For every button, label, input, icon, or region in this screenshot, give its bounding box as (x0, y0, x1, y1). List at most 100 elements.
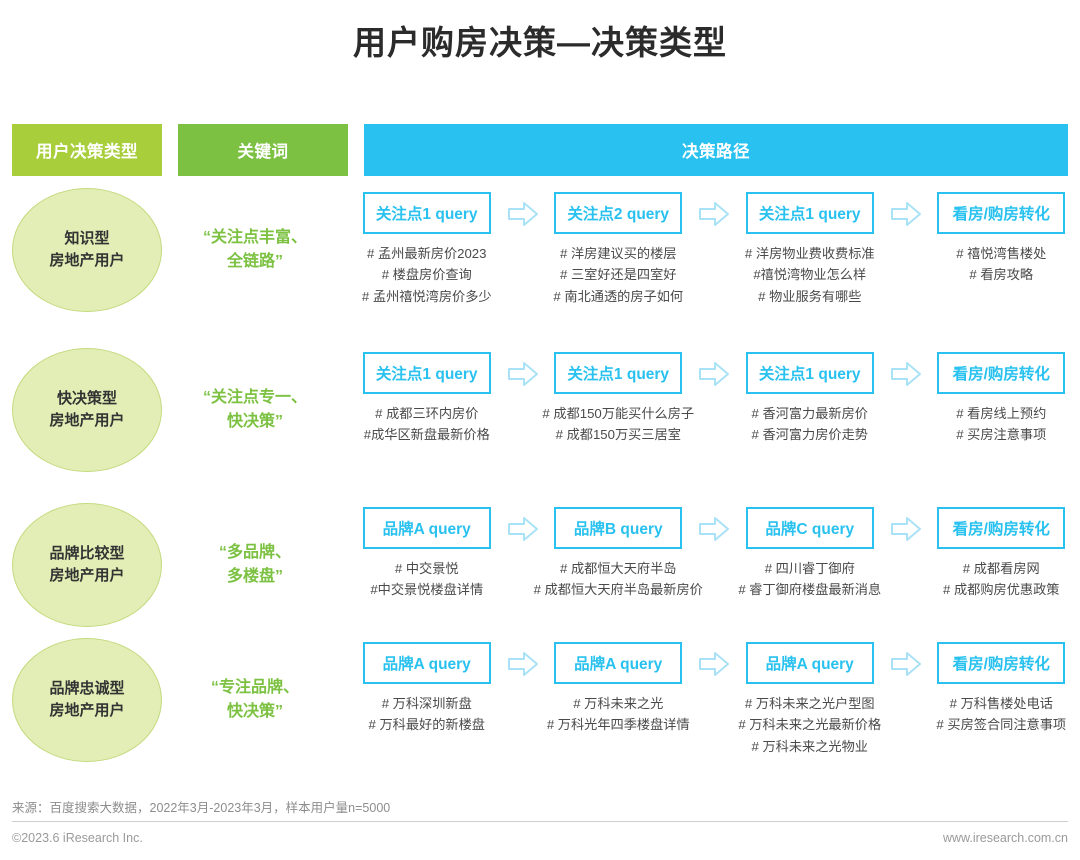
user-type-line-2: 房地产用户 (49, 702, 125, 719)
query-item: # 万科未来之光最新价格 (738, 717, 882, 733)
query-item: # 成都恒大天府半岛 (560, 561, 677, 576)
arrow-right-icon (889, 507, 923, 542)
query-list: # 禧悦湾售楼处# 看房攻略 (956, 243, 1046, 286)
query-item: # 孟州最新房价2023 (367, 246, 487, 261)
user-type-ellipse: 知识型房地产用户 (12, 188, 162, 312)
query-stage-box[interactable]: 品牌A query (362, 507, 491, 549)
user-type-line-2: 房地产用户 (49, 567, 125, 584)
page-title: 用户购房决策—决策类型 (353, 24, 727, 61)
query-list: # 洋房建议买的楼层# 三室好还是四室好# 南北通透的房子如何 (553, 243, 683, 307)
query-item: # 万科未来之光物业 (751, 738, 869, 754)
user-type-ellipse: 品牌比较型房地产用户 (12, 503, 162, 627)
query-stage-box[interactable]: 品牌A query (362, 642, 491, 684)
query-list: # 成都恒大天府半岛 # 成都恒大天府半岛最新房价 (534, 558, 703, 601)
query-item: # 成都三环内房价 (375, 406, 479, 421)
user-type-line-1: 快决策型 (56, 390, 117, 408)
query-item: # 万科未来之光户型图 (744, 696, 875, 711)
query-item: #成华区新盘最新价格 (363, 427, 490, 443)
path-step: 品牌A query # 万科未来之光 # 万科光年四季楼盘详情 (540, 642, 698, 736)
arrow-right-icon (697, 192, 731, 227)
query-stage-box[interactable]: 看房/购房转化 (937, 192, 1066, 234)
copyright-label: ©2023.6 iResearch Inc. (12, 831, 143, 845)
cell-user-decision-type: 品牌比较型房地产用户 (12, 501, 162, 629)
query-item: # 孟州禧悦湾房价多少 (361, 288, 492, 304)
arrow-right-icon (506, 192, 540, 227)
path-step: 关注点1 query # 香河富力最新房价# 香河富力房价走势 (731, 352, 889, 446)
column-header-row: 用户决策类型 关键词 决策路径 (12, 124, 1068, 176)
keyword-line-2: 快决策” (226, 413, 283, 430)
query-item: # 南北通透的房子如何 (553, 288, 684, 304)
path-step: 关注点1 query # 成都150万能买什么房子 # 成都150万买三居室 (540, 352, 698, 446)
query-stage-box[interactable]: 品牌B query (554, 507, 683, 549)
arrow-right-icon (506, 507, 540, 542)
query-item: # 楼盘房价查询 (381, 267, 472, 283)
cell-keyword: “关注点专一、快决策” (162, 346, 348, 474)
query-item: # 禧悦湾售楼处 (956, 246, 1047, 261)
user-type-line-2: 房地产用户 (49, 412, 125, 429)
user-type-line-1: 知识型 (64, 230, 110, 248)
query-item: # 成都150万买三居室 (555, 427, 681, 443)
query-item: # 成都恒大天府半岛最新房价 (533, 582, 703, 598)
query-list: # 香河富力最新房价# 香河富力房价走势 (752, 403, 869, 446)
decision-matrix: 知识型房地产用户 “关注点丰富、全链路” 关注点1 query # 孟州最新房价202… (0, 186, 1080, 786)
query-stage-box[interactable]: 品牌C query (745, 507, 874, 549)
query-stage-box[interactable]: 关注点1 query (362, 352, 491, 394)
user-type-line-2: 房地产用户 (49, 252, 125, 269)
decision-row: 知识型房地产用户 “关注点丰富、全链路” 关注点1 query # 孟州最新房价202… (0, 186, 1080, 346)
path-step: 品牌A query # 万科未来之光户型图 # 万科未来之光最新价格 # 万科未来之光… (731, 642, 889, 757)
query-item: # 成都看房网 (962, 561, 1040, 576)
query-list: # 万科售楼处电话# 买房签合同注意事项 (936, 693, 1066, 736)
query-item: # 成都150万能买什么房子 (542, 406, 695, 421)
query-stage-box[interactable]: 品牌A query (745, 642, 874, 684)
cell-decision-path: 品牌A query # 中交景悦 #中交景悦楼盘详情 品牌B query # 成都恒大天… (348, 501, 1080, 601)
query-stage-box[interactable]: 关注点1 query (745, 352, 874, 394)
keyword-line-2: 全链路” (226, 253, 283, 270)
user-type-ellipse: 品牌忠诚型房地产用户 (12, 638, 162, 762)
query-item: #中交景悦楼盘详情 (370, 582, 484, 598)
path-step: 品牌A query # 中交景悦 #中交景悦楼盘详情 (348, 507, 506, 601)
query-list: # 万科未来之光 # 万科光年四季楼盘详情 (547, 693, 690, 736)
arrow-right-icon (697, 642, 731, 677)
arrow-right-icon (889, 352, 923, 387)
header-gap (348, 124, 364, 176)
cell-user-decision-type: 品牌忠诚型房地产用户 (12, 636, 162, 764)
query-stage-box[interactable]: 关注点2 query (554, 192, 683, 234)
query-item: # 香河富力房价走势 (751, 427, 869, 443)
query-list: # 成都看房网# 成都购房优惠政策 (943, 558, 1060, 601)
query-item: # 万科未来之光 (573, 696, 664, 711)
footer-divider (12, 821, 1068, 822)
query-stage-box[interactable]: 关注点1 query (362, 192, 491, 234)
cell-decision-path: 关注点1 query # 成都三环内房价 #成华区新盘最新价格 关注点1 query #… (348, 346, 1080, 446)
query-list: # 成都150万能买什么房子 # 成都150万买三居室 (542, 403, 694, 446)
keyword-line-1: “关注点丰富、 (202, 229, 307, 246)
keyword-line-1: “关注点专一、 (202, 389, 307, 406)
path-step: 品牌B query # 成都恒大天府半岛 # 成都恒大天府半岛最新房价 (534, 507, 703, 601)
query-item: # 万科光年四季楼盘详情 (546, 717, 690, 733)
arrow-right-icon (889, 192, 923, 227)
cell-user-decision-type: 知识型房地产用户 (12, 186, 162, 314)
website-label: www.iresearch.com.cn (942, 831, 1068, 845)
arrow-right-icon (889, 642, 923, 677)
path-step: 品牌C query # 四川睿丁御府# 睿丁御府楼盘最新消息 (731, 507, 889, 601)
query-item: # 看房线上预约 (956, 406, 1047, 421)
path-step: 看房/购房转化 # 成都看房网# 成都购房优惠政策 (923, 507, 1080, 601)
arrow-right-icon (697, 352, 731, 387)
path-step: 品牌A query# 万科深圳新盘# 万科最好的新楼盘 (348, 642, 506, 736)
query-stage-box[interactable]: 品牌A query (554, 642, 683, 684)
query-stage-box[interactable]: 看房/购房转化 (937, 642, 1066, 684)
query-stage-box[interactable]: 看房/购房转化 (937, 352, 1066, 394)
path-step: 关注点1 query # 洋房物业费收费标准#禧悦湾物业怎么样# 物业服务有哪些 (731, 192, 889, 307)
path-step: 看房/购房转化 # 看房线上预约# 买房注意事项 (923, 352, 1080, 446)
query-item: # 买房签合同注意事项 (936, 717, 1067, 733)
query-list: # 看房线上预约# 买房注意事项 (956, 403, 1046, 446)
query-stage-box[interactable]: 看房/购房转化 (937, 507, 1066, 549)
query-list: # 洋房物业费收费标准#禧悦湾物业怎么样# 物业服务有哪些 (745, 243, 875, 307)
user-type-line-1: 品牌忠诚型 (49, 680, 125, 698)
query-item: #禧悦湾物业怎么样 (753, 267, 867, 283)
query-item: # 中交景悦 (394, 561, 459, 576)
query-item: # 四川睿丁御府 (764, 561, 855, 576)
header-gap (162, 124, 178, 176)
query-stage-box[interactable]: 关注点1 query (745, 192, 874, 234)
query-stage-box[interactable]: 关注点1 query (554, 352, 683, 394)
query-list: # 四川睿丁御府# 睿丁御府楼盘最新消息 (738, 558, 881, 601)
